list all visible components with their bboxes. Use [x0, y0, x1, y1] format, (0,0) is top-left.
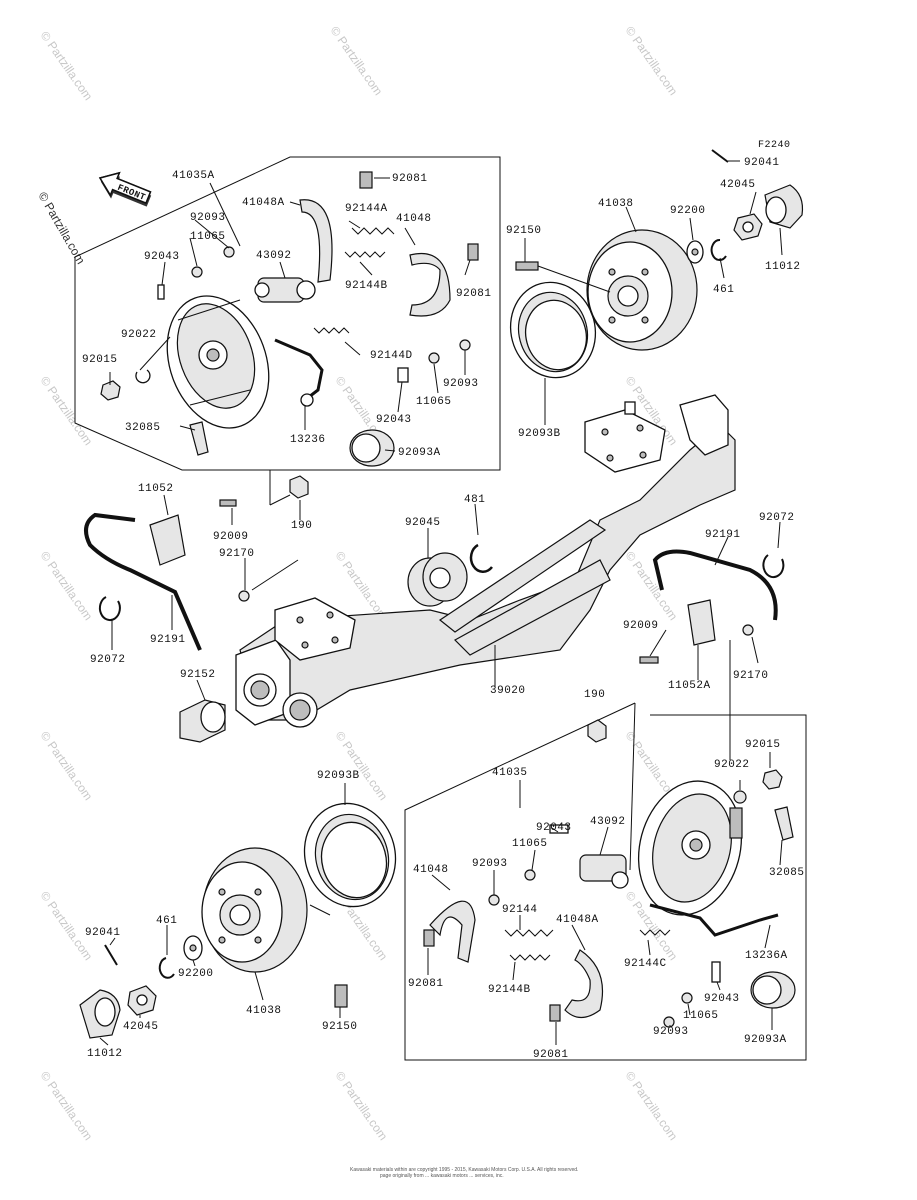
part-label-11065: 11065: [683, 1010, 719, 1022]
figure-code: F2240: [758, 140, 791, 151]
watermark-text: © Partzilla.com: [333, 729, 391, 803]
part-labels: 41035A 41048A 92081 92093 11065 92144A 4…: [82, 157, 805, 1061]
part-label-41048: 41048: [396, 213, 432, 225]
lower-right-brake-assembly: [404, 702, 807, 1061]
part-label-11065: 11065: [190, 231, 226, 243]
part-label-32085: 32085: [769, 867, 805, 879]
part-label-92170: 92170: [733, 670, 769, 682]
part-label-39020: 39020: [490, 685, 526, 697]
part-label-92009: 92009: [623, 620, 659, 632]
watermark-text: © Partzilla.com: [333, 1069, 391, 1143]
part-label-461: 461: [713, 284, 734, 296]
part-label-92144a: 92144A: [345, 203, 388, 215]
watermark-text: © Partzilla.com: [328, 24, 386, 98]
part-label-92041: 92041: [85, 927, 121, 939]
part-label-43092: 43092: [590, 816, 626, 828]
watermark-text: © Partzilla.com: [623, 549, 681, 623]
part-label-92093b: 92093B: [317, 770, 360, 782]
part-label-92191: 92191: [150, 634, 186, 646]
watermark-text: © Partzilla.com: [38, 729, 96, 803]
upper-left-brake-assembly: [74, 156, 501, 506]
part-label-92043: 92043: [144, 251, 180, 263]
part-label-32085: 32085: [125, 422, 161, 434]
part-label-92041: 92041: [744, 157, 780, 169]
part-label-92144d: 92144D: [370, 350, 413, 362]
part-label-92015: 92015: [82, 354, 118, 366]
part-label-41035a: 41035A: [172, 170, 215, 182]
part-label-92093b: 92093B: [518, 428, 561, 440]
front-arrow-icon: FRONT: [98, 171, 152, 207]
part-label-92093: 92093: [472, 858, 508, 870]
part-label-92043: 92043: [376, 414, 412, 426]
left-brake-hose-group: [84, 475, 309, 651]
part-label-41038: 41038: [598, 198, 634, 210]
part-label-41035: 41035: [492, 767, 528, 779]
part-label-190: 190: [584, 689, 605, 701]
part-label-92072: 92072: [90, 654, 126, 666]
part-label-92081: 92081: [456, 288, 492, 300]
part-label-11012: 11012: [87, 1048, 123, 1060]
upper-right-drum-group: [509, 149, 804, 425]
part-label-92144: 92144: [502, 904, 538, 916]
part-label-92072: 92072: [759, 512, 795, 524]
part-label-92022: 92022: [121, 329, 157, 341]
part-label-11012: 11012: [765, 261, 801, 273]
part-label-42045: 42045: [720, 179, 756, 191]
part-label-92043: 92043: [536, 822, 572, 834]
part-label-461: 461: [156, 915, 177, 927]
part-label-92093: 92093: [443, 378, 479, 390]
part-label-92081: 92081: [392, 173, 428, 185]
part-label-92170: 92170: [219, 548, 255, 560]
part-label-190: 190: [291, 520, 312, 532]
watermark-text: © Partzilla.com: [38, 374, 96, 448]
watermark-text: © Partzilla.com: [623, 1069, 681, 1143]
part-label-41048a: 41048A: [556, 914, 599, 926]
part-label-92093a: 92093A: [744, 1034, 787, 1046]
part-label-42045: 42045: [123, 1021, 159, 1033]
watermark-text: © Partzilla.com: [38, 1069, 96, 1143]
part-label-92081: 92081: [533, 1049, 569, 1061]
part-label-11052a: 11052A: [668, 680, 711, 692]
part-label-92152: 92152: [180, 669, 216, 681]
part-label-41038: 41038: [246, 1005, 282, 1017]
part-label-92144b: 92144B: [345, 280, 388, 292]
part-label-92093: 92093: [190, 212, 226, 224]
part-label-11065: 11065: [416, 396, 452, 408]
part-label-43092: 43092: [256, 250, 292, 262]
part-label-92093a: 92093A: [398, 447, 441, 459]
watermark-text: © Partzilla.com: [623, 24, 681, 98]
part-label-92144c: 92144C: [624, 958, 667, 970]
part-label-92043: 92043: [704, 993, 740, 1005]
part-label-92144b: 92144B: [488, 984, 531, 996]
watermark-text: © Partzilla.com: [38, 889, 96, 963]
part-label-92009: 92009: [213, 531, 249, 543]
copyright-line-1: Kawasaki materials within are copyright …: [350, 1167, 578, 1173]
part-label-11052: 11052: [138, 483, 174, 495]
part-label-92191: 92191: [705, 529, 741, 541]
part-label-13236a: 13236A: [745, 950, 788, 962]
part-label-41048: 41048: [413, 864, 449, 876]
part-label-92081: 92081: [408, 978, 444, 990]
part-label-92150: 92150: [322, 1021, 358, 1033]
part-label-92022: 92022: [714, 759, 750, 771]
watermark-text: © Partzilla.com: [38, 29, 96, 103]
lower-left-drum-group: [79, 783, 397, 1046]
part-label-92015: 92015: [745, 739, 781, 751]
copyright-line-2: page originally from ... kawasaki motors…: [380, 1173, 504, 1179]
part-label-11065: 11065: [512, 838, 548, 850]
part-label-92150: 92150: [506, 225, 542, 237]
axle-housing: [179, 394, 736, 743]
right-brake-hose-group: [639, 521, 785, 760]
part-label-41048a: 41048A: [242, 197, 285, 209]
part-label-13236: 13236: [290, 434, 326, 446]
watermark-text: © Partzilla.com: [38, 549, 96, 623]
part-label-92200: 92200: [670, 205, 706, 217]
part-label-481: 481: [464, 494, 485, 506]
part-label-92200: 92200: [178, 968, 214, 980]
part-label-92045: 92045: [405, 517, 441, 529]
part-label-92093: 92093: [653, 1026, 689, 1038]
